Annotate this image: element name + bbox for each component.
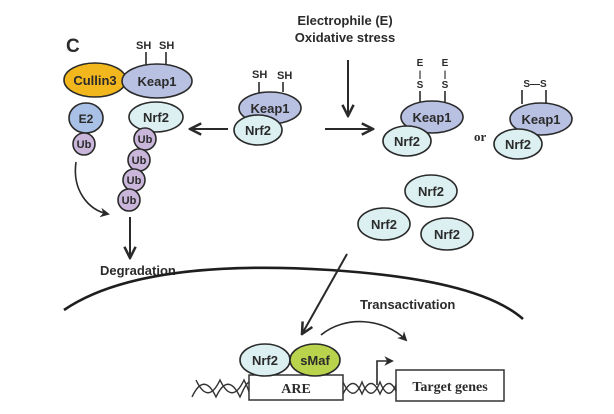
nrf2-protein (404, 174, 458, 208)
keap1-label: Keap1 (521, 112, 560, 127)
panel-label: C (66, 36, 80, 57)
keap1-label: Keap1 (412, 110, 451, 125)
ubiquitin (117, 188, 141, 212)
sulfur-label: S (417, 80, 424, 91)
modified-complex-2: S—S Keap1 Nrf2 (493, 79, 573, 160)
keap1-protein (121, 63, 193, 99)
adduct-bond: | (419, 69, 422, 79)
ub-label: Ub (132, 155, 147, 167)
thiol-label: SH (136, 40, 151, 52)
are-label: ARE (281, 382, 311, 397)
thiol-label: SH (159, 40, 174, 52)
nrf2-label: Nrf2 (394, 134, 420, 149)
free-nrf2-group: Nrf2 Nrf2 Nrf2 (357, 174, 474, 251)
electrophile-label: E (442, 58, 449, 69)
keap1-label: Keap1 (250, 101, 289, 116)
ub-label: Ub (138, 134, 153, 146)
thiol-label: SH (277, 70, 292, 82)
adduct-bond: | (444, 69, 447, 79)
keap1-protein (509, 102, 573, 136)
e2-label: E2 (79, 112, 94, 126)
nrf2-label: Nrf2 (505, 137, 531, 152)
cullin3-label: Cullin3 (73, 73, 116, 88)
dna-helix (191, 378, 398, 399)
nrf2-protein (357, 207, 411, 241)
electrophile-label: E (417, 58, 424, 69)
nrf2-label: Nrf2 (418, 184, 444, 199)
nrf2-label: Nrf2 (252, 353, 278, 368)
nrf2-protein (420, 217, 474, 251)
are-box (248, 374, 344, 401)
ub-label: Ub (77, 139, 92, 151)
modified-complex-1: E | S E | S Keap1 Nrf2 (382, 58, 464, 157)
nuclear-membrane (63, 266, 524, 320)
transactivation-arrow (320, 320, 408, 342)
center-complex: SH SH Keap1 Nrf2 (233, 69, 302, 146)
nrf2-label: Nrf2 (371, 217, 397, 232)
stimulus-line-2: Oxidative stress (295, 30, 395, 45)
nrf2-protein (493, 128, 543, 160)
translocation-arrow (302, 253, 348, 334)
nrf2-protein (382, 125, 432, 157)
ub-label: Ub (127, 175, 142, 187)
transactivation-label: Transactivation (360, 297, 455, 312)
transcription-start-arrow (376, 356, 394, 385)
target-genes-label: Target genes (412, 380, 488, 395)
nrf2-label: Nrf2 (434, 227, 460, 242)
thiol-label: SH (252, 69, 267, 81)
disulfide-label: S—S (523, 79, 547, 90)
left-complex: SH SH Cullin3 Keap1 E2 Ub Nrf2 Ub Ub Ub … (63, 40, 193, 258)
ub-transfer-arrow (74, 161, 110, 218)
ubiquitin (72, 132, 96, 156)
nrf2-protein (233, 114, 283, 146)
nrf2-label: Nrf2 (143, 110, 169, 125)
or-label: or (474, 129, 487, 144)
keap1-protein (400, 100, 464, 134)
ub-label: Ub (122, 195, 137, 207)
stimulus-line-1: Electrophile (E) (297, 13, 392, 28)
smaf-label: sMaf (300, 353, 330, 368)
smaf-protein (289, 343, 341, 377)
target-genes-box (395, 369, 505, 402)
nrf2-label: Nrf2 (245, 123, 271, 138)
degradation-label: Degradation (100, 263, 176, 278)
nrf2-protein (128, 101, 184, 133)
keap1-label: Keap1 (137, 74, 176, 89)
sulfur-label: S (442, 80, 449, 91)
